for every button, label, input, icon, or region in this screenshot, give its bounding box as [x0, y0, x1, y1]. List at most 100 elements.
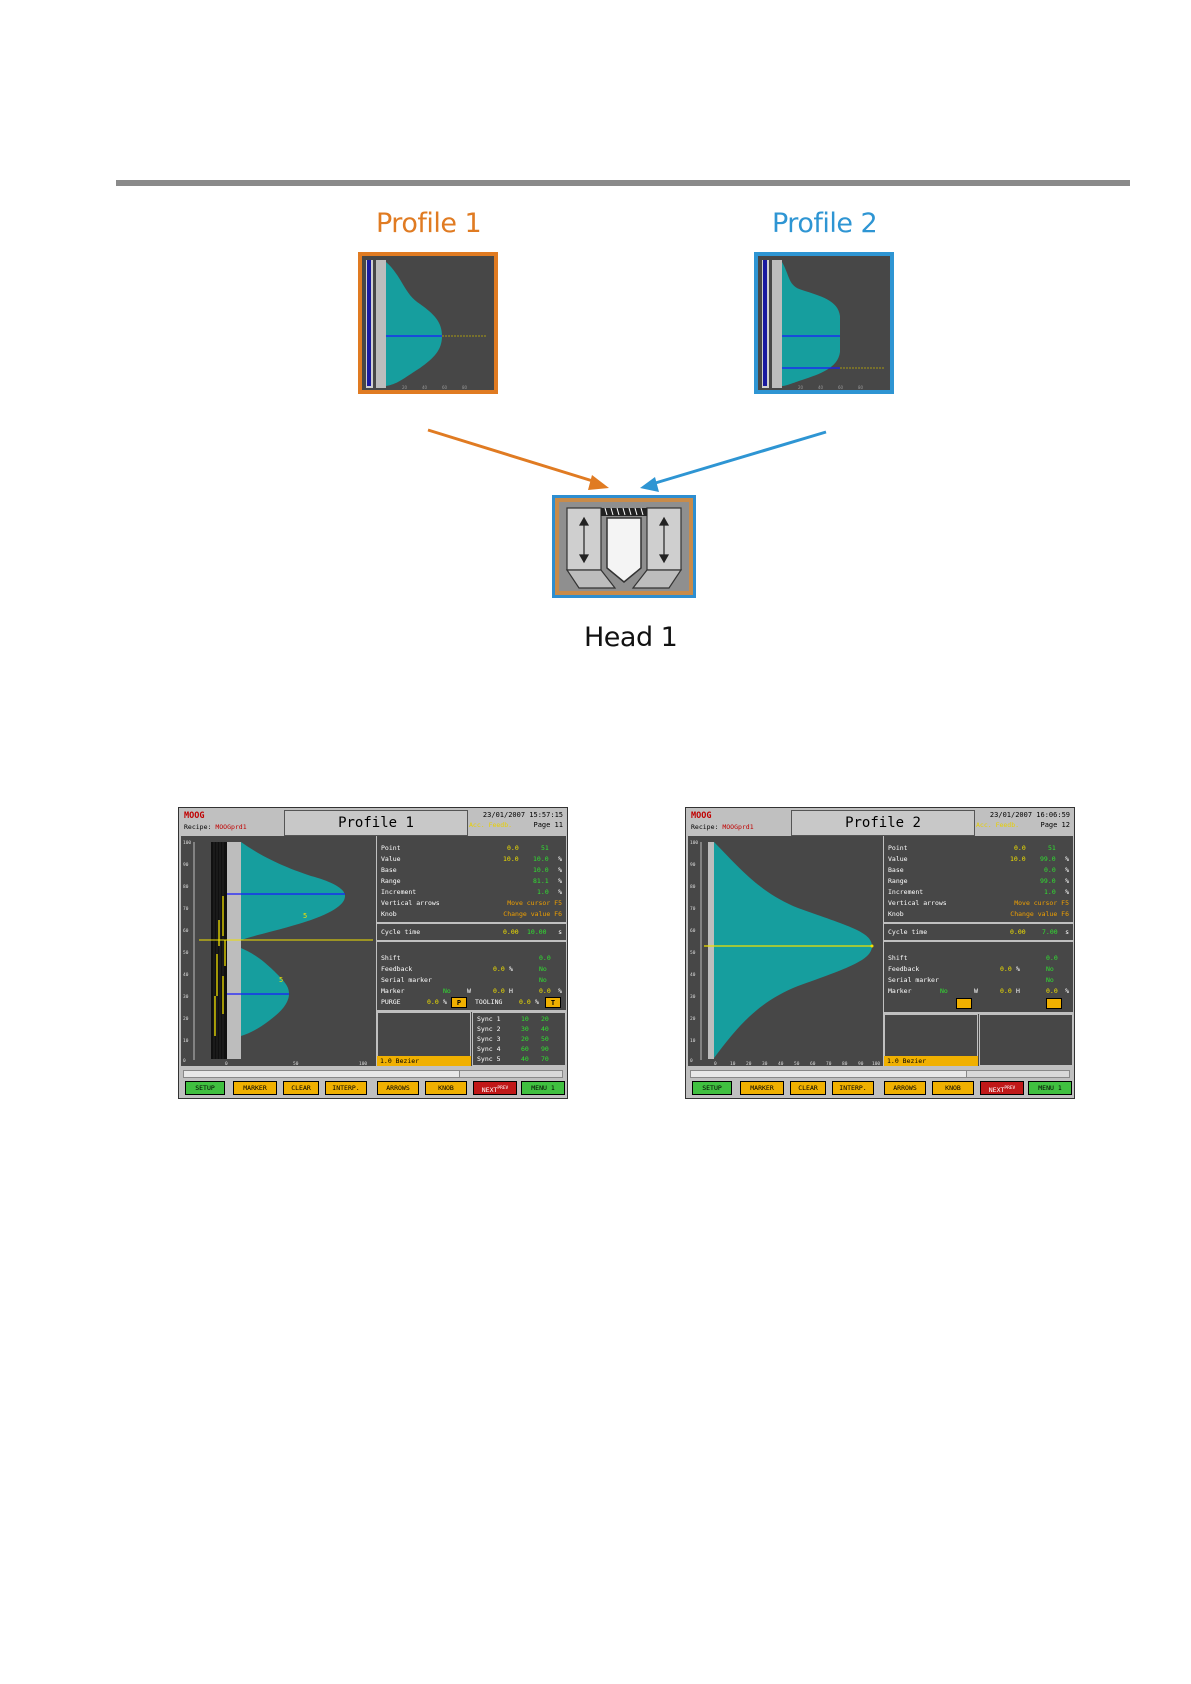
purge-button[interactable]: P: [451, 997, 467, 1008]
setup-button[interactable]: SETUP: [692, 1081, 732, 1095]
recipe: Recipe: MOOGprd1: [691, 823, 754, 831]
bezier-label[interactable]: 1.0 Bezier: [884, 1056, 978, 1066]
profile-graph[interactable]: 100 90 80 70 60 50 40 30 20 10 0 0 10 20…: [688, 836, 883, 1066]
x-tick: 100: [359, 1061, 367, 1066]
divider: [884, 922, 1073, 924]
arrows-button[interactable]: ARROWS: [884, 1081, 926, 1095]
menu-button[interactable]: MENU 1: [1028, 1081, 1072, 1095]
y-tick: 70: [690, 906, 696, 912]
divider: [884, 1012, 1073, 1014]
interp-button[interactable]: INTERP.: [832, 1081, 874, 1095]
scrollbar[interactable]: [183, 1070, 563, 1078]
svg-text:60: 60: [838, 385, 844, 390]
x-tick: 90: [858, 1061, 864, 1066]
profile1-title: Profile 1: [376, 208, 482, 239]
x-tick: 20: [746, 1061, 752, 1066]
y-tick: 90: [690, 862, 696, 868]
y-tick: 40: [183, 972, 189, 978]
arrows-button[interactable]: ARROWS: [377, 1081, 419, 1095]
y-tick: 40: [690, 972, 696, 978]
divider: [884, 940, 1073, 942]
marker-label: 5: [279, 976, 283, 984]
scrollbar-thumb[interactable]: [691, 1071, 967, 1077]
marker-h-button[interactable]: [1046, 998, 1062, 1009]
scrollbar[interactable]: [690, 1070, 1070, 1078]
next-prev-button[interactable]: NEXTPREV: [980, 1081, 1024, 1095]
marker-button[interactable]: MARKER: [233, 1081, 277, 1095]
divider: [377, 940, 566, 942]
x-tick: 30: [762, 1061, 768, 1066]
knob-button[interactable]: KNOB: [932, 1081, 974, 1095]
y-tick: 50: [690, 950, 696, 956]
clear-button[interactable]: CLEAR: [283, 1081, 319, 1095]
menu-button[interactable]: MENU 1: [521, 1081, 565, 1095]
next-prev-button[interactable]: NEXTPREV: [473, 1081, 517, 1095]
marker-button[interactable]: MARKER: [740, 1081, 784, 1095]
y-tick: 70: [183, 906, 189, 912]
x-tick: 0: [714, 1061, 717, 1066]
header: MOOG Recipe: MOOGprd1 Profile 2 23/01/20…: [687, 809, 1073, 836]
y-tick: 30: [690, 994, 696, 1000]
y-tick: 100: [183, 840, 191, 846]
setup-button[interactable]: SETUP: [185, 1081, 225, 1095]
x-tick: 60: [810, 1061, 816, 1066]
empty-box: [979, 1014, 1073, 1066]
scrollbar-thumb[interactable]: [184, 1071, 460, 1077]
svg-text:80: 80: [462, 385, 468, 390]
profile-graph[interactable]: 100 90 80 70 60 50 40 30 20 10 0 0 50 10…: [181, 836, 376, 1066]
clear-button[interactable]: CLEAR: [790, 1081, 826, 1095]
knob-button[interactable]: KNOB: [425, 1081, 467, 1095]
datetime: 23/01/2007 15:57:15 Acc. Feedb. Page 11: [469, 811, 563, 829]
flow-arrows: [427, 428, 827, 492]
interp-button[interactable]: INTERP.: [325, 1081, 367, 1095]
function-keys: SETUP MARKER CLEAR INTERP. ARROWS KNOB N…: [688, 1081, 1072, 1097]
y-tick: 60: [690, 928, 696, 934]
bezier-label[interactable]: 1.0 Bezier: [377, 1056, 471, 1066]
x-tick: 50: [794, 1061, 800, 1066]
y-tick: 20: [690, 1016, 696, 1022]
x-tick: 0: [225, 1061, 228, 1066]
marker-w-button[interactable]: [956, 998, 972, 1009]
curve-lower: [241, 948, 289, 1036]
function-keys: SETUP MARKER CLEAR INTERP. ARROWS KNOB N…: [181, 1081, 565, 1097]
svg-text:40: 40: [422, 385, 428, 390]
brand-logo: MOOG: [184, 811, 205, 821]
tooling-button[interactable]: T: [545, 997, 561, 1008]
y-tick: 80: [183, 884, 189, 890]
x-tick: 50: [293, 1061, 299, 1066]
y-tick: 10: [690, 1038, 696, 1044]
curve: [714, 842, 872, 1058]
svg-text:40: 40: [818, 385, 824, 390]
